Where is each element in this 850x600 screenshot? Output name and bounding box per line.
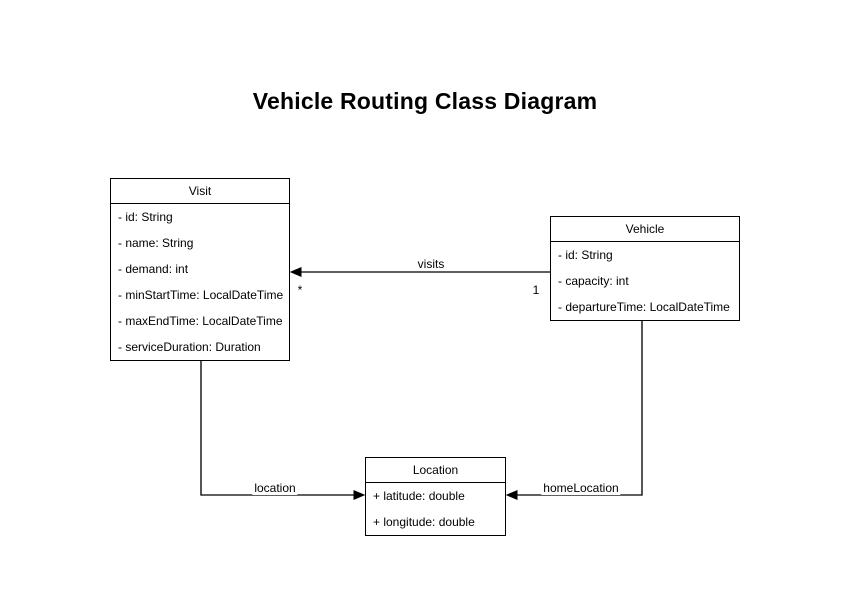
relation-label-visits: visits (415, 257, 447, 271)
relation-homelocation-line (515, 320, 643, 496)
relation-homelocation-arrowhead (505, 490, 518, 500)
relation-location (200, 359, 366, 500)
relation-label-homelocation: homeLocation (541, 481, 621, 495)
relation-visits-arrowhead (289, 267, 302, 277)
class-attributes-vehicle: - id: String - capacity: int - departure… (551, 242, 739, 320)
multiplicity-visits-target: * (297, 283, 303, 297)
class-attribute: - serviceDuration: Duration (118, 340, 261, 354)
class-attribute: + longitude: double (373, 515, 475, 529)
class-box-vehicle: Vehicle - id: String - capacity: int - d… (550, 216, 740, 321)
class-attribute: - id: String (118, 210, 173, 224)
class-name-location: Location (366, 458, 505, 483)
relation-visits (289, 267, 550, 277)
class-attribute: - minStartTime: LocalDateTime (118, 288, 284, 302)
class-attribute: - capacity: int (558, 274, 629, 288)
class-name-visit: Visit (111, 179, 289, 204)
diagram-title: Vehicle Routing Class Diagram (252, 88, 598, 114)
class-attribute: + latitude: double (373, 489, 465, 503)
relation-label-location: location (252, 481, 298, 495)
class-attribute: - departureTime: LocalDateTime (558, 300, 730, 314)
class-attributes-visit: - id: String - name: String - demand: in… (111, 204, 289, 360)
class-box-location: Location + latitude: double + longitude:… (365, 457, 506, 536)
class-attribute: - id: String (558, 248, 613, 262)
relation-location-line (200, 359, 356, 496)
class-attribute: - name: String (118, 236, 194, 250)
class-box-visit: Visit - id: String - name: String - dema… (110, 178, 290, 361)
relation-homelocation (505, 320, 643, 500)
class-attribute: - demand: int (118, 262, 189, 276)
class-attribute: - maxEndTime: LocalDateTime (118, 314, 283, 328)
class-name-vehicle: Vehicle (551, 217, 739, 242)
relation-location-arrowhead (353, 490, 366, 500)
multiplicity-visits-source: 1 (532, 283, 540, 297)
class-attributes-location: + latitude: double + longitude: double (366, 483, 505, 535)
